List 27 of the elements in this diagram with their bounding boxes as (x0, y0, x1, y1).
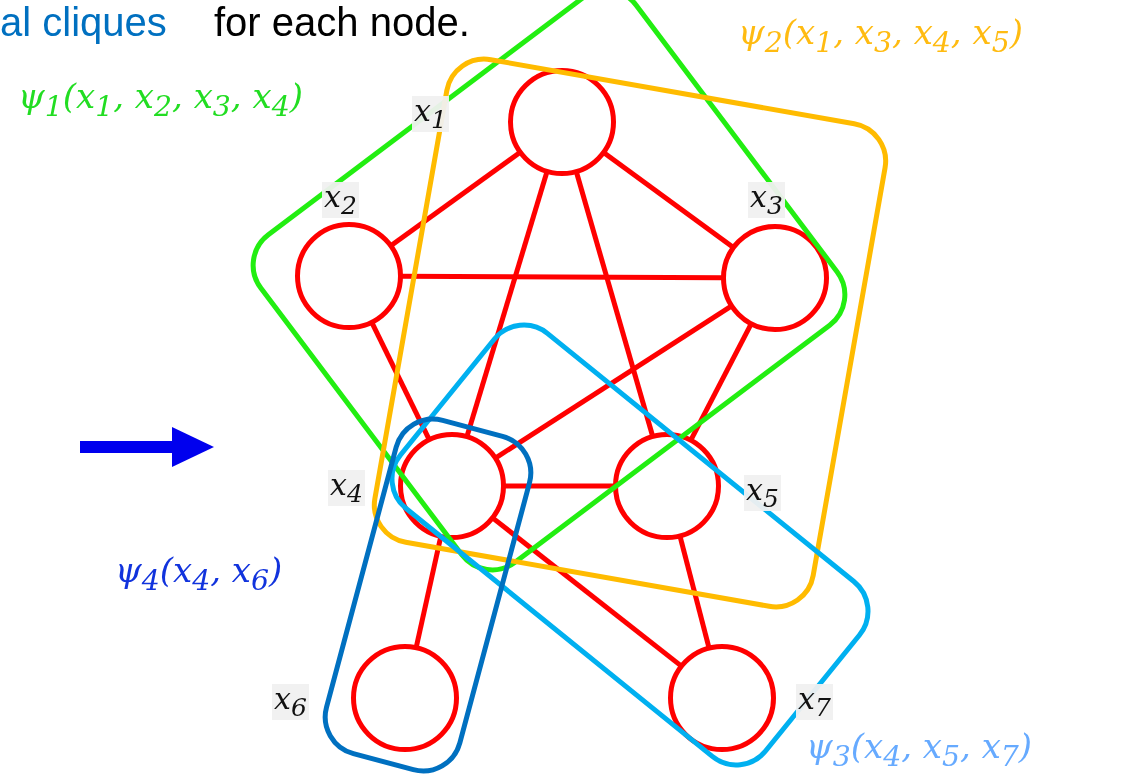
graph-edge (574, 171, 655, 437)
variable-label: x$_{7}$ (796, 684, 833, 720)
graph-edge (389, 150, 522, 248)
clique-label: ψ$_{1}$(x$_{1}$, x$_{2}$, x$_{3}$, x$_{4}$) (18, 78, 303, 122)
graph-edge (401, 273, 723, 281)
circle-node (721, 224, 829, 332)
circle-node (668, 644, 776, 752)
clique-label: ψ$_{2}$(x$_{1}$, x$_{3}$, x$_{4}$, x$_{5}$) (738, 14, 1023, 58)
variable-label: x$_{5}$ (744, 475, 781, 511)
graph-edge (602, 150, 735, 250)
variable-label: x$_{4}$ (328, 470, 365, 506)
heading-text: al cliques (0, 2, 167, 42)
graph-edge (413, 536, 444, 648)
clique-label: ψ$_{3}$(x$_{4}$, x$_{5}$, x$_{7}$) (806, 728, 1033, 772)
graph-edge (369, 321, 432, 441)
variable-label: x$_{2}$ (322, 182, 359, 218)
graph-edge (504, 483, 615, 489)
circle-node (508, 68, 616, 176)
graph-edge (464, 171, 550, 437)
variable-label: x$_{3}$ (748, 182, 785, 218)
heading-text: for each node. (214, 2, 470, 42)
graph-edge (688, 323, 754, 441)
graph-edge (491, 516, 683, 668)
graph-edge (494, 304, 733, 460)
variable-label: x$_{1}$ (412, 96, 449, 132)
variable-label: x$_{6}$ (272, 684, 309, 720)
clique-label: ψ$_{4}$(x$_{4}$, x$_{6}$) (115, 552, 283, 596)
